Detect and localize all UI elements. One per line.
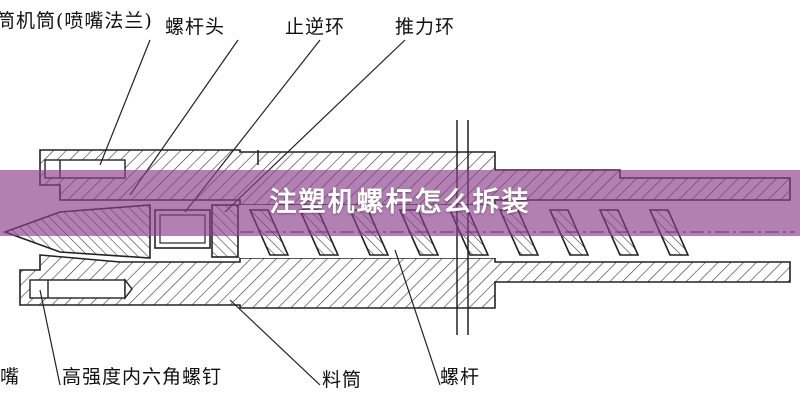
label-screw: 螺杆 <box>440 366 481 388</box>
label-barrel-flange: 筒机筒(喷嘴法兰) <box>0 10 153 32</box>
label-thrust-ring: 推力环 <box>395 16 456 38</box>
label-hex-bolt: 高强度内六角螺钉 <box>62 366 223 388</box>
page-title: 注塑机螺杆怎么拆装 <box>269 187 531 218</box>
title-banner <box>0 170 800 236</box>
label-check-ring: 止逆环 <box>285 16 346 38</box>
label-nozzle: 嘴 <box>0 366 21 388</box>
label-screw-head: 螺杆头 <box>165 16 226 38</box>
label-barrel: 料筒 <box>322 369 363 391</box>
